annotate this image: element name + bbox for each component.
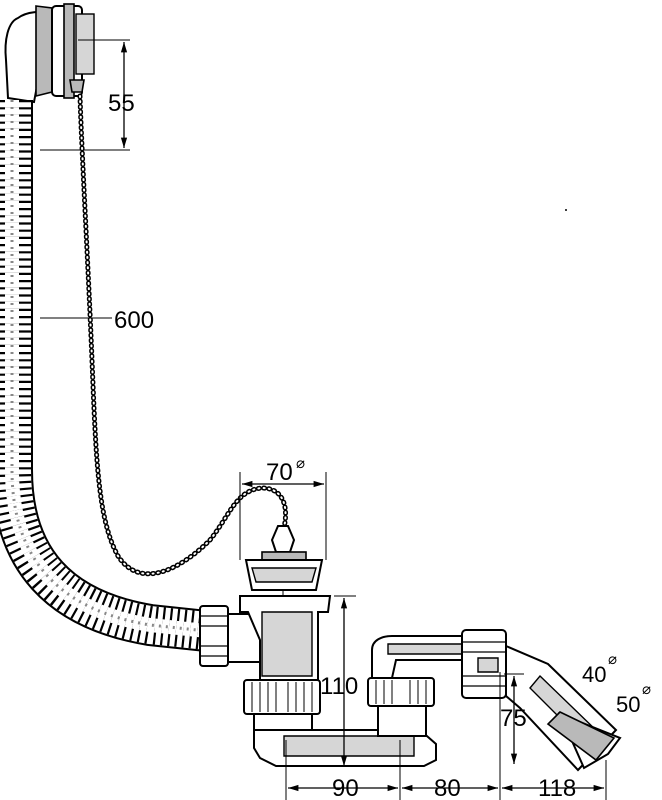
dimension-55: 55 [40,42,135,151]
diameter-symbol-40: ⌀ [608,650,617,668]
dimension-600-label: 600 [114,307,154,334]
dimension-55-label: 55 [108,90,135,117]
dimension-110-label: 110 [320,673,358,700]
trap-body [199,595,622,772]
corrugated-hose [0,100,219,653]
outlet-diameters: 40 ⌀ 50 ⌀ [582,650,651,717]
drain-plug [244,525,324,602]
dimension-110: 110 [320,595,358,766]
dimension-600: 600 [40,307,154,334]
overflow-head [4,3,130,104]
dimension-40-label: 40 [582,662,606,687]
diameter-symbol: ⌀ [296,454,305,472]
dimension-80-label: 80 [434,775,461,800]
dimension-70-label: 70 [266,459,293,486]
plug-chain [77,93,288,577]
bottom-dimensions: 90 80 118 [285,672,607,800]
dimension-90-label: 90 [332,775,359,800]
dimension-70: 70 ⌀ [239,454,327,560]
diameter-symbol-50: ⌀ [642,680,651,698]
speck [565,209,567,211]
dimension-75: 75 [500,673,527,764]
dimension-118-label: 118 [538,775,576,800]
dimension-50-label: 50 [616,692,640,717]
dimension-75-label: 75 [500,705,527,732]
